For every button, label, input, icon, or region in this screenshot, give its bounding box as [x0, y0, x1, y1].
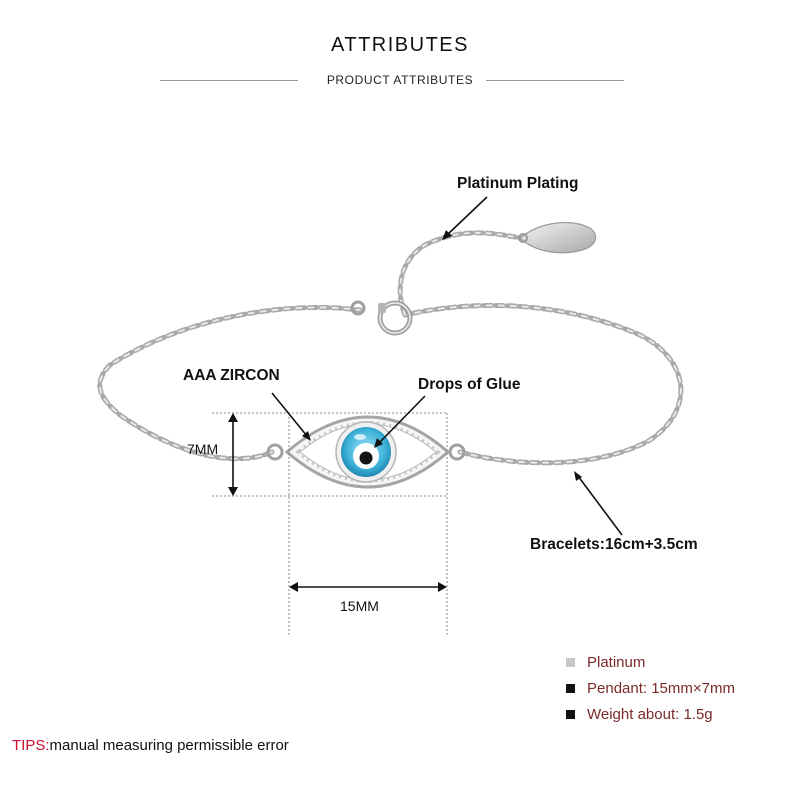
- spec-text: Weight about: 1.5g: [587, 706, 713, 723]
- tips-text: manual measuring permissible error: [49, 737, 289, 754]
- dimension-arrows: [228, 413, 447, 592]
- spec-text: Pendant: 15mm×7mm: [587, 680, 735, 697]
- spec-item-weight: Weight about: 1.5g: [566, 706, 713, 723]
- glue-label: Drops of Glue: [418, 376, 521, 393]
- spec-item-pendant: Pendant: 15mm×7mm: [566, 680, 735, 697]
- bracelet-chain: [97, 230, 684, 466]
- square-bullet-icon: [566, 684, 575, 693]
- bracelet-length-label: Bracelets:16cm+3.5cm: [530, 536, 698, 553]
- pendant-tag: [518, 221, 597, 254]
- evil-eye-charm: [266, 415, 466, 489]
- square-bullet-icon: [566, 710, 575, 719]
- tips-note: TIPS:manual measuring permissible error: [12, 737, 289, 754]
- spring-clasp: [350, 300, 413, 336]
- square-bullet-icon: [566, 658, 575, 667]
- dimension-guides: [212, 412, 448, 635]
- width-dimension-label: 15MM: [340, 598, 379, 614]
- callout-lines: [271, 196, 623, 536]
- spec-item-material: Platinum: [566, 654, 645, 671]
- tips-key: TIPS:: [12, 737, 50, 754]
- page-title: ATTRIBUTES: [331, 34, 469, 56]
- page-subtitle: PRODUCT ATTRIBUTES: [326, 73, 474, 87]
- divider-right: [486, 80, 624, 81]
- divider-left: [160, 80, 298, 81]
- platinum-plating-label: Platinum Plating: [457, 175, 579, 192]
- zircon-label: AAA ZIRCON: [183, 367, 280, 384]
- spec-text: Platinum: [587, 654, 646, 671]
- height-dimension-label: 7MM: [187, 441, 219, 457]
